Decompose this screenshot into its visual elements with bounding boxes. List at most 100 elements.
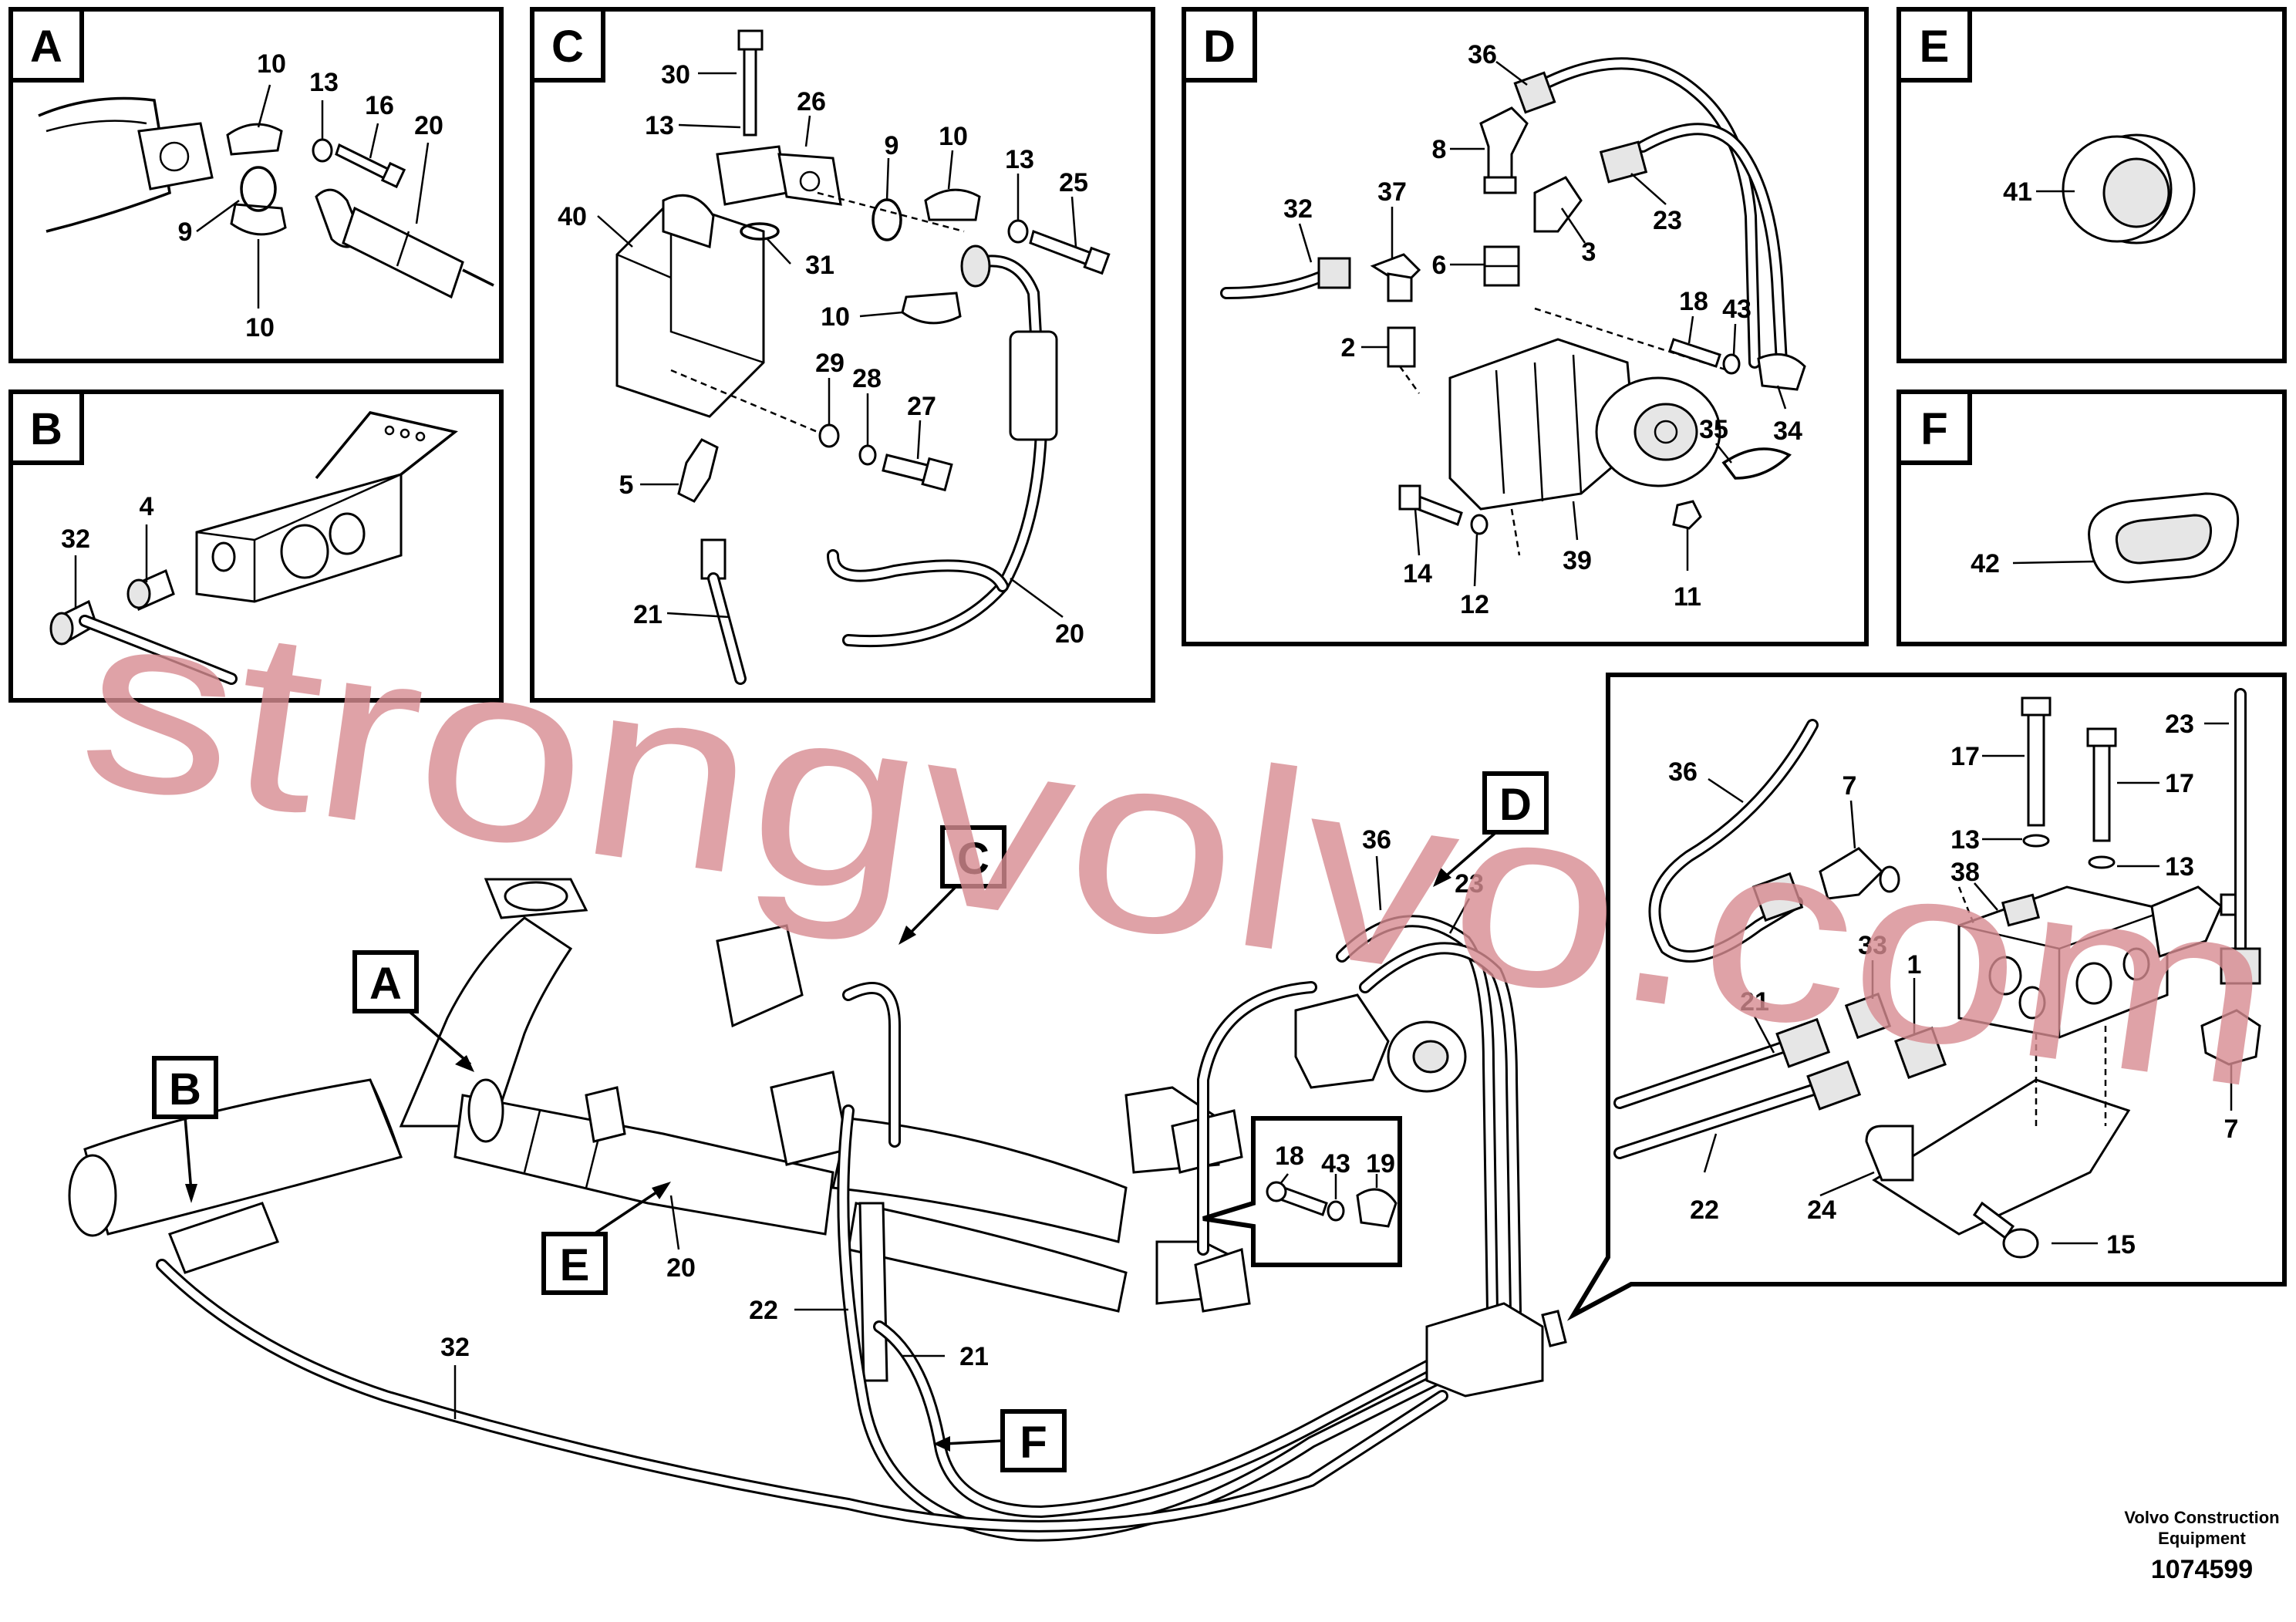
label-main-23: 23 [1455,869,1484,899]
label-c-5: 5 [619,470,634,500]
label-d-11: 11 [1674,582,1701,612]
panel-b-tag: B [30,404,62,454]
label-detail-17b: 17 [2165,769,2194,798]
label-c-20: 20 [1055,619,1084,649]
label-d-37: 37 [1377,177,1407,207]
label-detail-33: 33 [1858,931,1887,960]
label-d-32: 32 [1283,194,1313,224]
drawing-number: 1074599 [2151,1555,2253,1584]
panel-d: D [1182,7,1869,646]
panel-e-tag-box [1896,7,1972,83]
panel-a-tag: A [30,22,62,72]
label-detail-21: 21 [1740,987,1769,1017]
brand-line-1: Volvo Construction [2124,1508,2279,1527]
label-d-36: 36 [1468,40,1497,69]
panel-f: F 42 [1896,389,2287,646]
label-main-21: 21 [959,1342,989,1371]
label-a-10b: 10 [245,313,275,342]
label-d-6: 6 [1432,251,1447,280]
label-b-4: 4 [140,492,154,521]
panel-d-tag: D [1203,22,1236,72]
panel-b-tag-box [8,389,84,465]
panel-c: C [530,7,1155,703]
panel-e-tag: E [1920,22,1950,72]
label-main-32: 32 [440,1333,470,1362]
label-d-8: 8 [1432,135,1447,164]
label-main-36: 36 [1362,825,1391,855]
label-main-19: 19 [1366,1149,1395,1179]
label-c-10b: 10 [821,302,850,332]
label-c-28: 28 [852,364,882,393]
label-a-16: 16 [365,91,394,120]
label-d-23: 23 [1653,206,1682,235]
main-assembly: 18 43 19 A B C D E F 36 [68,771,1567,1542]
label-d-2: 2 [1341,333,1356,363]
callout-b [152,1056,218,1119]
panel-f-tag: F [1920,404,1947,454]
label-c-27: 27 [907,392,936,421]
label-d-43: 43 [1722,295,1752,324]
label-a-9: 9 [178,218,193,247]
label-detail-7a: 7 [1843,771,1857,801]
panel-c-tag-box [530,7,605,83]
label-d-14: 14 [1403,559,1432,588]
callout-a-label: A [369,959,402,1009]
label-c-9: 9 [885,131,899,160]
label-d-39: 39 [1563,546,1592,575]
label-c-21: 21 [633,600,663,629]
label-c-10: 10 [939,122,968,151]
label-d-18: 18 [1679,287,1708,316]
label-a-13: 13 [309,68,339,97]
label-f-42: 42 [1971,549,2000,578]
callout-c-label: C [957,834,990,884]
label-main-43: 43 [1321,1149,1350,1179]
label-c-13: 13 [645,111,674,140]
panel-f-tag-box [1896,389,1972,465]
label-c-13b: 13 [1005,145,1034,174]
label-a-20: 20 [414,111,443,140]
label-detail-13b: 13 [2165,852,2194,882]
label-detail-36: 36 [1668,757,1698,787]
label-detail-13a: 13 [1950,825,1980,855]
brand-line-2: Equipment [2158,1529,2246,1548]
label-e-41: 41 [2003,177,2032,207]
label-c-26: 26 [797,87,826,116]
label-detail-15: 15 [2106,1230,2136,1259]
label-a-10: 10 [257,49,286,79]
label-main-20: 20 [666,1253,696,1283]
label-c-29: 29 [815,349,845,378]
panel-d-tag-box [1182,7,1257,83]
label-d-12: 12 [1460,590,1489,619]
label-b-32: 32 [61,524,90,554]
panel-a-tag-box [8,7,84,83]
label-detail-1: 1 [1907,950,1922,980]
label-d-3: 3 [1582,238,1596,267]
label-detail-38: 38 [1950,858,1980,887]
panel-a: A 10 13 16 20 9 10 [8,7,504,363]
callout-a [352,950,419,1013]
callout-d [1482,771,1549,835]
callout-e [541,1232,608,1295]
callout-c [940,825,1006,889]
label-detail-22: 22 [1690,1195,1719,1225]
label-d-35: 35 [1699,415,1728,444]
panel-b: B 32 4 [8,389,504,703]
label-main-22: 22 [749,1296,778,1325]
label-c-40: 40 [558,202,587,231]
label-c-25: 25 [1059,168,1088,197]
callout-b-label: B [169,1064,201,1114]
label-detail-7b: 7 [2224,1114,2239,1144]
label-d-34: 34 [1773,416,1802,446]
callout-e-label: E [560,1240,590,1290]
panel-c-tag: C [551,22,584,72]
label-main-18: 18 [1275,1141,1304,1171]
panel-e: E 41 [1896,7,2287,363]
label-detail-17a: 17 [1950,742,1980,771]
label-detail-23: 23 [2165,710,2194,739]
callout-f-label: F [1020,1418,1047,1468]
callout-d-label: D [1499,780,1532,830]
label-detail-24: 24 [1807,1195,1836,1225]
panel-valve-detail: 36 7 17 17 23 13 13 38 33 1 21 22 24 15 … [1566,673,2287,1321]
label-c-30: 30 [661,60,690,89]
